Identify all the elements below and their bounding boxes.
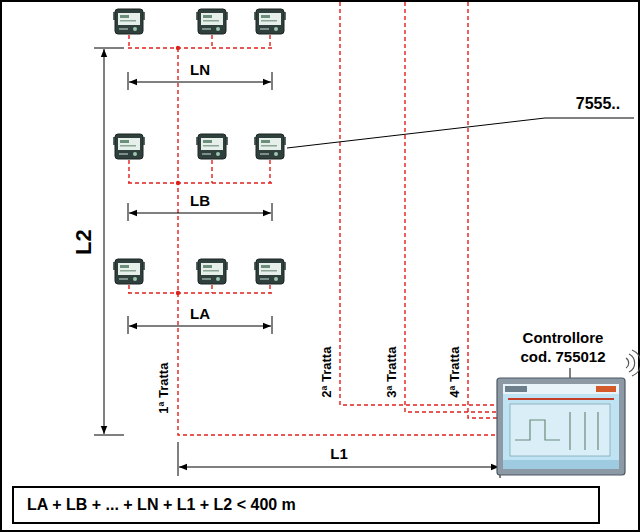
- controller-device: [497, 378, 625, 475]
- bus-line-part: [128, 292, 272, 293]
- meter-device: [113, 9, 286, 284]
- bus-line-part: [405, 2, 500, 412]
- bus-line: [128, 2, 500, 435]
- controller-label: Controllore cod. 755012: [505, 329, 621, 367]
- dimension-line-part: [129, 82, 271, 83]
- dimension-line-part: [94, 435, 124, 436]
- meter-device-part: [196, 9, 228, 34]
- controller-device-part: [503, 460, 619, 469]
- formula-box: LA + LB + ... + LN + L1 + L2 < 400 m: [12, 486, 600, 524]
- bus-line-part: [340, 2, 500, 405]
- dimension-line-part: [272, 203, 273, 221]
- section-label: 4ª Tratta: [449, 344, 463, 399]
- bus-line-part: [128, 160, 129, 183]
- meter-device-part: [254, 134, 286, 159]
- dimension-label: LN: [188, 62, 212, 79]
- bus-line-part: [128, 35, 129, 48]
- dimension-line-part: [178, 442, 179, 476]
- controller-device-part: [508, 398, 614, 400]
- meter-device-part: [113, 134, 145, 159]
- section-label: 1ª Tratta: [158, 360, 172, 415]
- controller-device-part: [515, 412, 598, 450]
- meter-device-part: [113, 259, 145, 284]
- dimension-line-part: [272, 316, 273, 334]
- controller-device-part: [503, 384, 619, 469]
- bus-line-part: [211, 285, 212, 293]
- wireless-symbol-part: [632, 350, 640, 376]
- dimension-label: L2: [72, 227, 96, 257]
- dimension-line-part: [94, 48, 124, 49]
- dimension-line-part: [179, 467, 499, 468]
- node-text: Controllore cod. 755012: [511, 329, 615, 367]
- bus-line-part: [269, 35, 270, 48]
- section-label: 3ª Tratta: [386, 344, 400, 399]
- dimension-line-part: [129, 326, 271, 327]
- node-text: LA + LB + ... + LN + L1 + L2 < 400 m: [27, 495, 585, 515]
- bus-line-part: [269, 160, 270, 183]
- part-code: 7555..: [574, 95, 622, 113]
- bus-line-part: [128, 285, 129, 293]
- wireless-symbol-part: [629, 354, 635, 372]
- controller-device-part: [596, 386, 616, 392]
- bus-line-part: [211, 160, 212, 183]
- bus-line-part: [211, 35, 212, 48]
- leader-line-part: [287, 118, 634, 148]
- bus-junction: [176, 46, 180, 295]
- controller-device-part: [497, 378, 625, 475]
- bus-line-part: [128, 47, 272, 48]
- dimension-line-part: [128, 316, 129, 334]
- dimension-label: LA: [188, 306, 212, 323]
- dimension-label: L1: [328, 446, 350, 463]
- bus-junction-part: [176, 181, 180, 185]
- bus-junction-part: [176, 291, 180, 295]
- bus-line-part: [128, 182, 272, 183]
- meter-device-part: [254, 259, 286, 284]
- dimension-line-part: [129, 213, 271, 214]
- dimension-line: [94, 48, 500, 478]
- dimension-line-part: [272, 72, 273, 90]
- meter-device-part: [196, 134, 228, 159]
- dimension-line-part: [128, 203, 129, 221]
- meter-device-part: [254, 9, 286, 34]
- meter-device-part: [113, 9, 145, 34]
- wireless-symbol: [626, 350, 640, 376]
- bus-line-part: [468, 2, 500, 418]
- bus-junction-part: [176, 46, 180, 50]
- dimension-line-part: [500, 476, 501, 478]
- controller-device-part: [510, 404, 610, 456]
- controller-device-part: [503, 384, 619, 394]
- dimension-line-part: [128, 72, 129, 90]
- wireless-symbol-part: [626, 358, 629, 368]
- bus-line-part: [269, 285, 270, 293]
- meter-device-part: [196, 259, 228, 284]
- dimension-line-part: [104, 49, 105, 434]
- dimension-label: LB: [188, 193, 212, 210]
- section-label: 2ª Tratta: [321, 344, 335, 399]
- bus-line-part: [178, 48, 500, 435]
- controller-device-part: [505, 386, 527, 392]
